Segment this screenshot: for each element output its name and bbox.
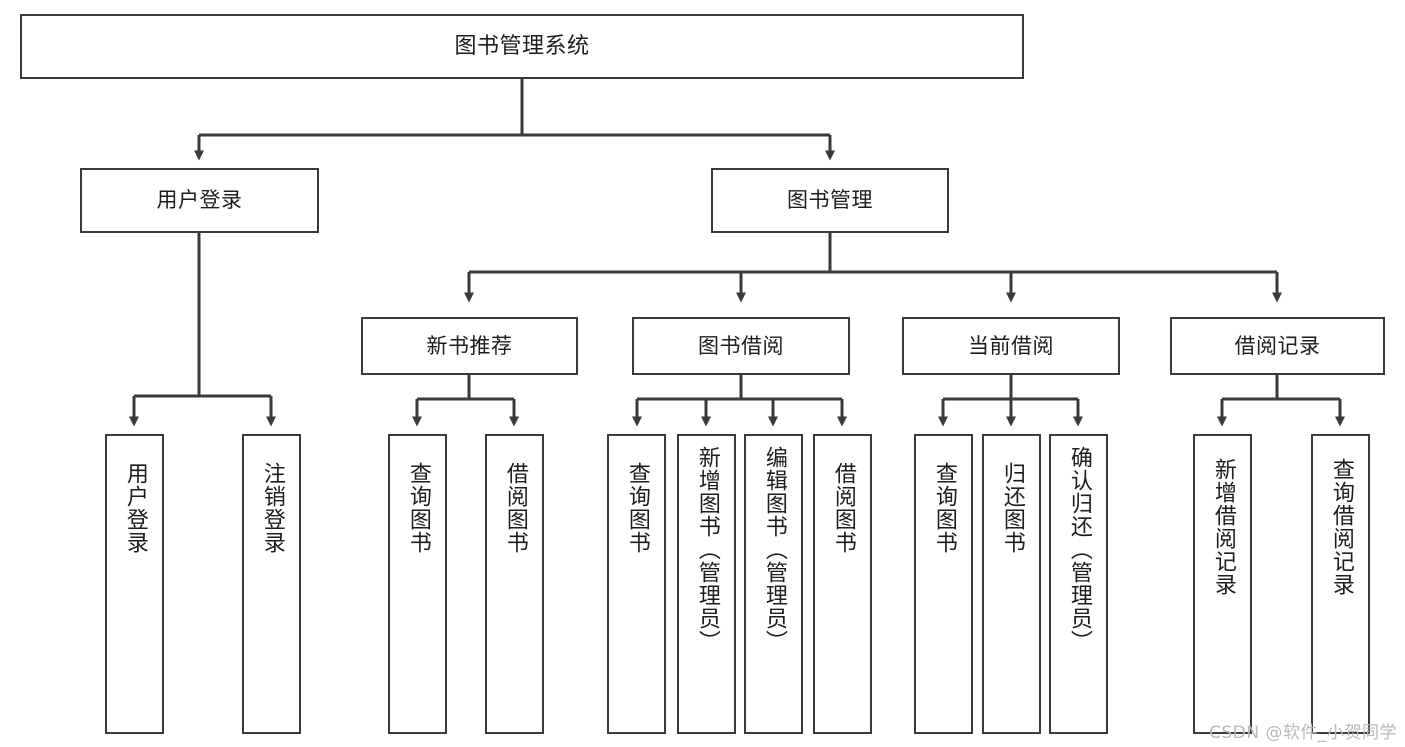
leaf-add-borrow-record-label: 新增借阅记录 — [1210, 458, 1236, 596]
leaf-user-login[interactable]: 用户登录 — [105, 434, 164, 734]
leaf-edit-book-admin-label: 编辑图书（管理员） — [761, 446, 787, 653]
node-root-label: 图书管理系统 — [454, 33, 590, 59]
leaf-borrow-book-recommend[interactable]: 借阅图书 — [485, 434, 544, 734]
leaf-borrow-book-label: 借阅图书 — [830, 462, 856, 554]
leaf-query-book-recommend[interactable]: 查询图书 — [388, 434, 447, 734]
leaf-logout[interactable]: 注销登录 — [242, 434, 301, 734]
leaf-query-borrow-record-label: 查询借阅记录 — [1328, 458, 1354, 596]
csdn-watermark: CSDN @软件_小贺同学 — [1209, 723, 1397, 743]
node-borrow-record[interactable]: 借阅记录 — [1170, 317, 1385, 375]
node-root[interactable]: 图书管理系统 — [20, 14, 1024, 79]
node-user-login[interactable]: 用户登录 — [80, 168, 319, 233]
node-book-borrow-label: 图书借阅 — [698, 333, 784, 358]
leaf-logout-label: 注销登录 — [259, 462, 285, 554]
node-user-login-label: 用户登录 — [156, 188, 243, 213]
node-current-borrow[interactable]: 当前借阅 — [902, 317, 1120, 375]
leaf-edit-book-admin[interactable]: 编辑图书（管理员） — [744, 434, 803, 734]
leaf-add-book-admin-label: 新增图书（管理员） — [694, 446, 720, 653]
node-book-management[interactable]: 图书管理 — [711, 168, 949, 233]
node-new-book-recommend[interactable]: 新书推荐 — [361, 317, 578, 375]
leaf-return-book[interactable]: 归还图书 — [982, 434, 1041, 734]
node-book-management-label: 图书管理 — [787, 188, 873, 213]
node-current-borrow-label: 当前借阅 — [968, 333, 1054, 358]
leaf-query-book-current[interactable]: 查询图书 — [914, 434, 973, 734]
leaf-user-login-label: 用户登录 — [122, 462, 148, 554]
leaf-add-borrow-record[interactable]: 新增借阅记录 — [1193, 434, 1252, 734]
leaf-query-borrow-record[interactable]: 查询借阅记录 — [1311, 434, 1370, 734]
leaf-borrow-book[interactable]: 借阅图书 — [813, 434, 872, 734]
node-new-book-recommend-label: 新书推荐 — [426, 333, 513, 358]
leaf-query-book-borrow-label: 查询图书 — [624, 462, 650, 554]
leaf-borrow-book-recommend-label: 借阅图书 — [502, 462, 528, 554]
leaf-query-book-recommend-label: 查询图书 — [405, 462, 431, 554]
leaf-add-book-admin[interactable]: 新增图书（管理员） — [677, 434, 736, 734]
node-book-borrow[interactable]: 图书借阅 — [632, 317, 850, 375]
leaf-confirm-return-admin[interactable]: 确认归还（管理员） — [1049, 434, 1108, 734]
leaf-query-book-borrow[interactable]: 查询图书 — [607, 434, 666, 734]
leaf-return-book-label: 归还图书 — [999, 462, 1025, 554]
node-borrow-record-label: 借阅记录 — [1234, 333, 1321, 358]
leaf-query-book-current-label: 查询图书 — [931, 462, 957, 554]
leaf-confirm-return-admin-label: 确认归还（管理员） — [1066, 446, 1092, 653]
